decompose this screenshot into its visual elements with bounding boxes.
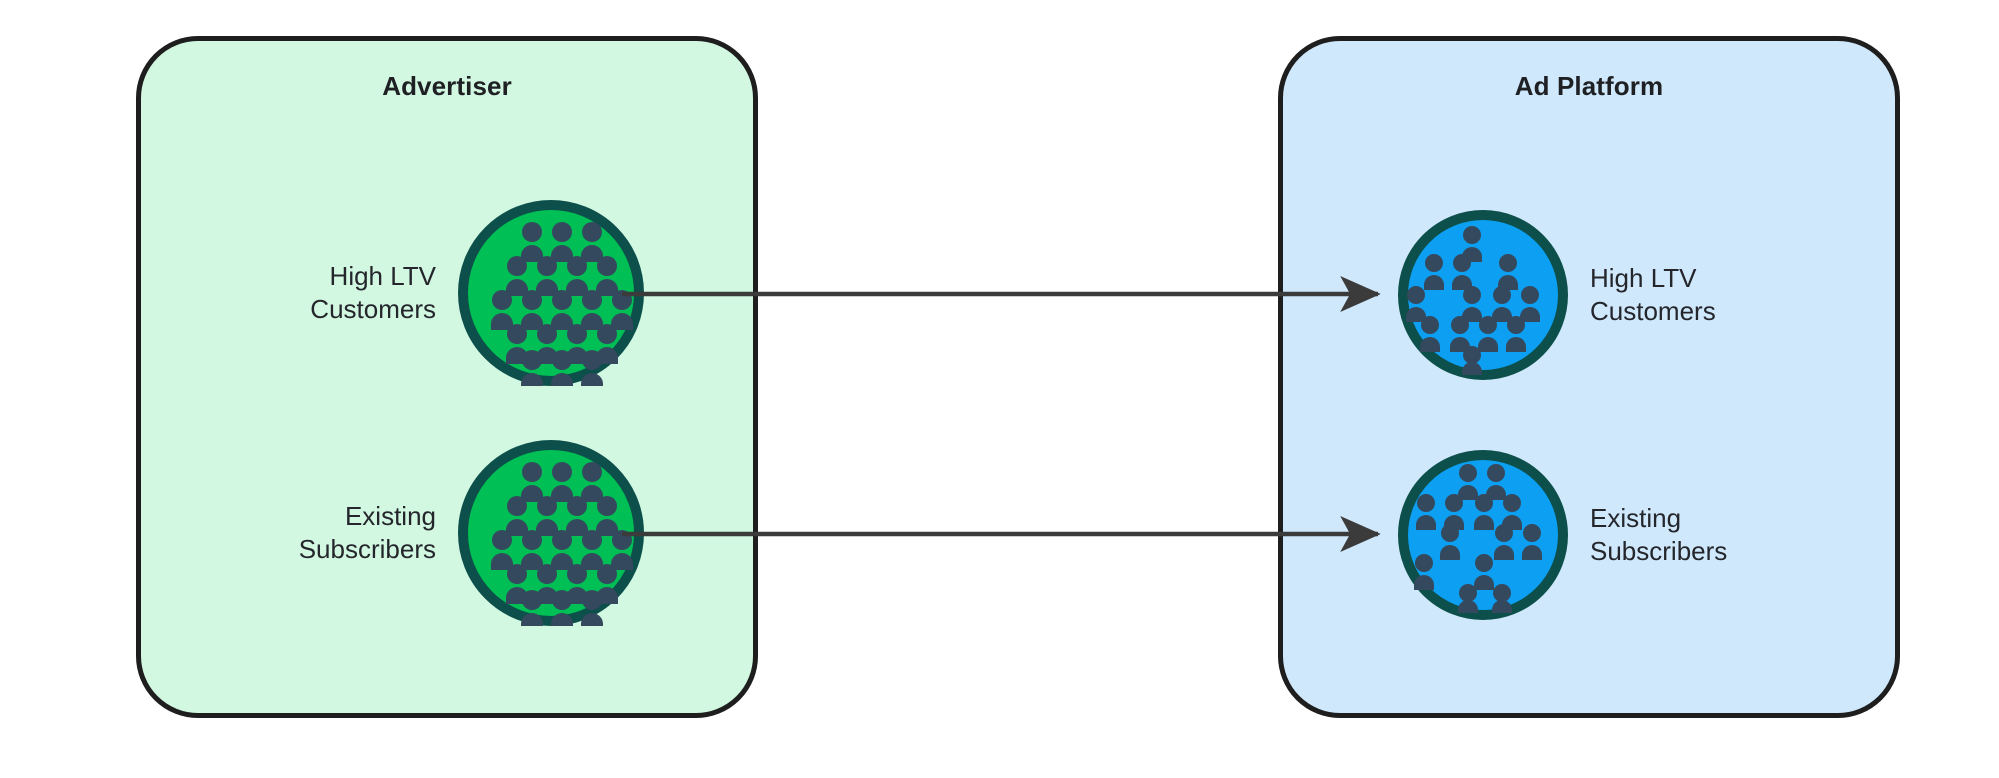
audience-advertiser-high-ltv[interactable]: High LTV Customers [186, 200, 644, 386]
audience-bubble-platform-high-ltv[interactable] [1398, 210, 1568, 380]
person-icon-group [1414, 464, 1542, 613]
panel-ad-platform-title: Ad Platform [1514, 71, 1664, 101]
person-icon-group [491, 222, 633, 386]
audience-label-platform-existing-subscribers: Existing Subscribers [1590, 502, 1728, 566]
audience-label-advertiser-high-ltv: High LTV Customers [310, 260, 436, 324]
audience-platform-high-ltv[interactable]: High LTV Customers [1398, 210, 1840, 380]
audience-bubble-advertiser-existing-subscribers[interactable] [458, 440, 644, 626]
audience-bubble-advertiser-high-ltv[interactable] [458, 200, 644, 386]
audience-bubble-platform-existing-subscribers[interactable] [1398, 450, 1568, 620]
person-icon-group [491, 462, 633, 626]
panel-advertiser[interactable]: Advertiser [136, 36, 758, 718]
audience-label-advertiser-existing-subscribers: Existing Subscribers [298, 500, 436, 564]
person-icon-group [1406, 226, 1540, 375]
audience-advertiser-existing-subscribers[interactable]: Existing Subscribers [186, 440, 644, 626]
panel-ad-platform[interactable]: Ad Platform [1278, 36, 1900, 718]
audience-platform-existing-subscribers[interactable]: Existing Subscribers [1398, 450, 1840, 620]
panel-advertiser-title: Advertiser [382, 71, 512, 101]
audience-label-platform-high-ltv: High LTV Customers [1590, 262, 1716, 326]
